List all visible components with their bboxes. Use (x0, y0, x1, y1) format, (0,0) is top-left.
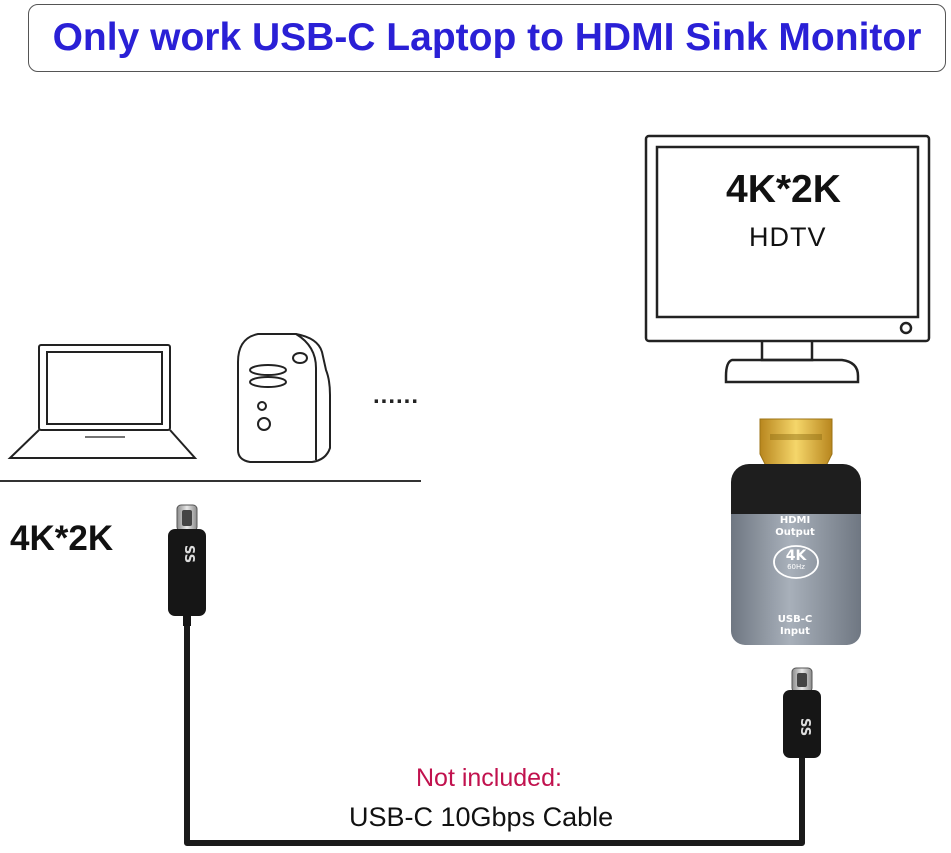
page-title: Only work USB-C Laptop to HDMI Sink Moni… (52, 16, 922, 59)
laptop-icon (7, 344, 198, 459)
cable-note: Not included: (416, 764, 562, 792)
tv-resolution-label: 4K*2K (726, 168, 841, 211)
tv-type-label: HDTV (749, 222, 827, 252)
left-usb-c-plug (168, 504, 206, 626)
usb-c-cable (184, 610, 805, 846)
adapter-output-label: HDMI Output (775, 515, 815, 538)
left-resolution-label: 4K*2K (10, 519, 114, 558)
adapter-badge-main: 4K (785, 548, 807, 564)
4k-badge (773, 545, 819, 579)
title-box: Only work USB-C Laptop to HDMI Sink Moni… (28, 4, 946, 72)
hdmi-gold-plug (759, 418, 833, 467)
monitor-icon (644, 134, 931, 384)
desktop-pc-icon (237, 333, 331, 463)
right-usb-c-plug (783, 667, 821, 758)
left-plug-ss-logo: SS (181, 545, 196, 564)
adapter-badge-sub: 60Hz (787, 563, 805, 571)
right-plug-ss-logo: SS (797, 718, 812, 737)
hdmi-adapter-body (731, 464, 861, 645)
cable-description: USB-C 10Gbps Cable (349, 802, 614, 832)
more-devices-ellipsis: ...... (373, 382, 420, 409)
adapter-input-label: USB-C Input (777, 614, 813, 637)
